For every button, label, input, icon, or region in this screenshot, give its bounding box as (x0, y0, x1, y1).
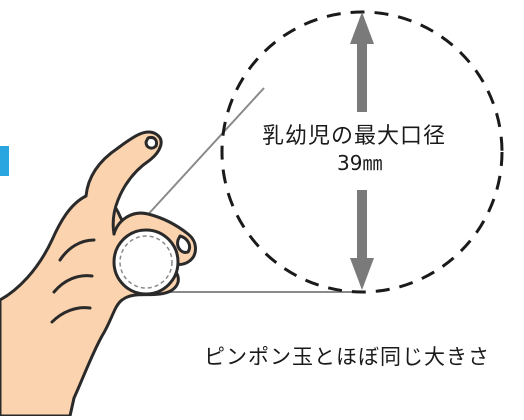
connector-line-top (142, 87, 265, 221)
size-label: 39㎜ (337, 151, 383, 175)
arrow-shaft-top (357, 44, 367, 112)
fingernail-thumb (176, 234, 192, 254)
arrow-shaft-bottom (357, 190, 367, 258)
finger-line-2 (52, 274, 94, 294)
finger-line-1 (58, 238, 96, 262)
arrow-head-bottom (350, 258, 374, 290)
title-label: 乳幼児の最大口径 (262, 124, 447, 149)
accent-tab (0, 146, 9, 176)
index-finger (84, 130, 163, 236)
ball-circle (112, 228, 180, 296)
finger-line-3 (50, 306, 92, 324)
arrow-head-top (350, 12, 374, 44)
diameter-arrow (350, 12, 374, 290)
ball-inner-dashed (119, 235, 173, 289)
caption-label: ピンポン玉とほぼ同じ大きさ (204, 345, 490, 369)
fingernail-index (144, 136, 158, 150)
